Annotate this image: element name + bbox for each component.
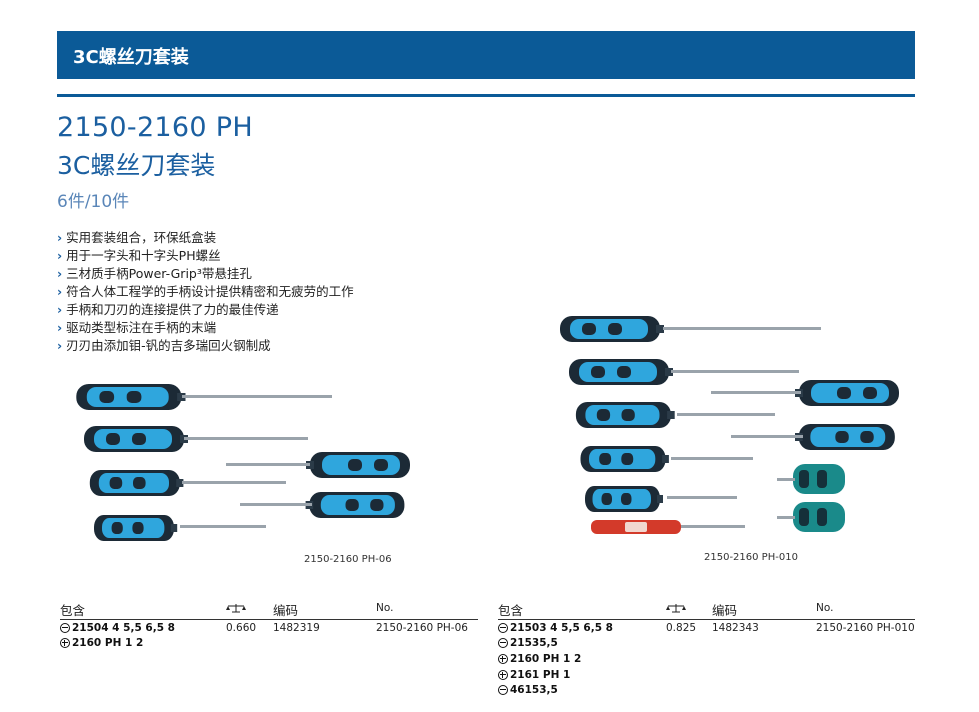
header-code: 编码 — [273, 603, 299, 618]
image-caption-left: 2150-2160 PH-06 — [304, 554, 392, 565]
no-value: 2150-2160 PH-06 — [376, 622, 468, 634]
screwdriver-icon — [560, 316, 821, 342]
screwdriver-icon — [89, 470, 286, 496]
screwdriver-icon — [585, 486, 737, 512]
scale-icon — [226, 604, 246, 613]
chevron-right-icon: › — [57, 320, 63, 335]
compact-screwdriver-icon — [777, 464, 845, 494]
feature-item: ›实用套装组合，环保纸盒装 — [57, 230, 217, 245]
feature-item: ›符合人体工程学的手柄设计提供精密和无疲劳的工作 — [57, 284, 354, 299]
screwdriver-icon — [226, 452, 410, 478]
feature-item: ›用于一字头和十字头PH螺丝 — [57, 248, 221, 263]
product-image-10pc — [560, 316, 899, 534]
section-banner: 3C螺丝刀套装 — [57, 31, 915, 79]
slotted-icon — [60, 623, 70, 633]
header-contents: 包含 — [60, 603, 86, 618]
contents-item: 46153,5 — [498, 684, 558, 696]
product-model: 2150-2160 PH — [57, 112, 253, 143]
contents-table-right: 包含 编码 No. 21503 4 5,5 6,5 8 21535,5 2160… — [498, 600, 916, 705]
feature-item: ›刃刃由添加钼-钒的吉多瑞回火钢制成 — [57, 338, 271, 353]
phillips-icon — [60, 638, 70, 648]
screwdriver-icon — [731, 424, 895, 450]
screwdriver-icon — [84, 426, 308, 452]
chevron-right-icon: › — [57, 266, 63, 281]
table-header-divider — [60, 619, 478, 620]
chevron-right-icon: › — [57, 248, 63, 263]
image-caption-right: 2150-2160 PH-010 — [704, 552, 798, 563]
table-header-divider — [498, 619, 915, 620]
banner-title: 3C螺丝刀套装 — [73, 47, 189, 68]
contents-item: 21504 4 5,5 6,5 8 — [60, 622, 175, 634]
screwdriver-icon — [76, 384, 332, 410]
header-no: No. — [816, 602, 834, 614]
no-value: 2150-2160 PH-010 — [816, 622, 915, 634]
header-code: 编码 — [712, 603, 738, 618]
header-no: No. — [376, 602, 394, 614]
contents-table-left: 包含 编码 No. 21504 4 5,5 6,5 8 2160 PH 1 2 … — [60, 600, 480, 660]
product-pieces: 6件/10件 — [57, 192, 130, 212]
product-name: 3C螺丝刀套装 — [57, 151, 216, 180]
screwdriver-icon — [580, 446, 753, 472]
contents-item: 2160 PH 1 2 — [498, 653, 581, 665]
product-image-6pc — [76, 384, 410, 541]
contents-item: 21503 4 5,5 6,5 8 — [498, 622, 613, 634]
chevron-right-icon: › — [57, 338, 63, 353]
contents-item: 2161 PH 1 — [498, 669, 570, 681]
code-value: 1482319 — [273, 622, 320, 634]
screwdriver-icon — [569, 359, 799, 385]
compact-screwdriver-icon — [777, 502, 845, 532]
slotted-icon — [498, 623, 508, 633]
screwdriver-icon — [711, 380, 899, 406]
scale-icon — [666, 604, 686, 613]
slotted-icon — [498, 638, 508, 648]
contents-item: 21535,5 — [498, 637, 558, 649]
weight-value: 0.825 — [666, 622, 697, 634]
feature-list: ›实用套装组合，环保纸盒装 ›用于一字头和十字头PH螺丝 ›三材质手柄Power… — [57, 229, 354, 355]
contents-item: 2160 PH 1 2 — [60, 637, 143, 649]
chevron-right-icon: › — [57, 302, 63, 317]
weight-value: 0.660 — [226, 622, 257, 634]
phillips-icon — [498, 654, 508, 664]
screwdriver-icon — [94, 515, 266, 541]
chevron-right-icon: › — [57, 230, 63, 245]
feature-item: ›手柄和刀刃的连接提供了力的最佳传递 — [57, 302, 279, 317]
screwdriver-icon — [575, 402, 775, 428]
slotted-icon — [498, 685, 508, 695]
title-divider — [57, 94, 915, 97]
voltage-tester-icon — [591, 520, 745, 534]
feature-item: ›驱动类型标注在手柄的末端 — [57, 320, 217, 335]
phillips-icon — [498, 670, 508, 680]
screwdriver-icon — [240, 492, 405, 518]
header-contents: 包含 — [498, 603, 524, 618]
chevron-right-icon: › — [57, 284, 63, 299]
code-value: 1482343 — [712, 622, 759, 634]
feature-item: ›三材质手柄Power-Grip³带悬挂孔 — [57, 266, 252, 281]
